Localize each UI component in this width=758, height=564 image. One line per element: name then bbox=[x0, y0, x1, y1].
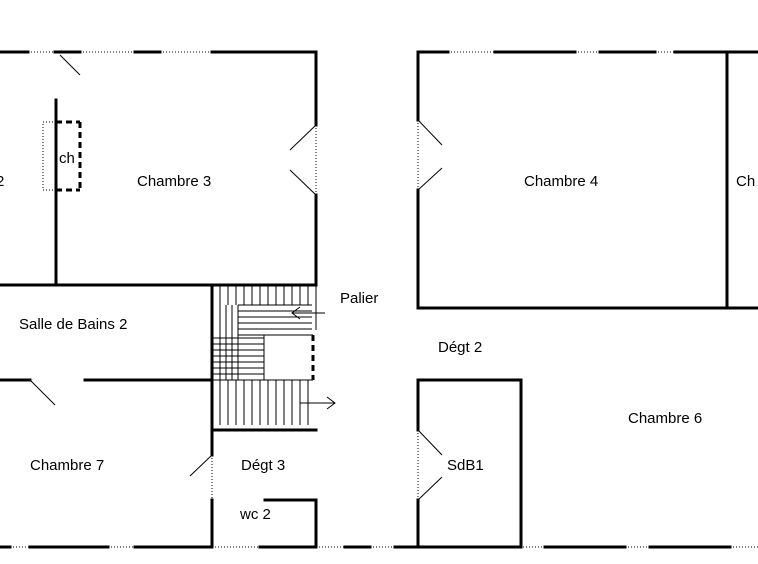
room-label-degt-2: Dégt 2 bbox=[438, 339, 482, 356]
chimney-label: ch bbox=[59, 150, 75, 167]
door-openings bbox=[211, 120, 419, 500]
room-label-edge-left: 2 bbox=[0, 173, 4, 190]
room-label-sdb1: SdB1 bbox=[447, 457, 484, 474]
room-label-chambre-3: Chambre 3 bbox=[137, 173, 211, 190]
staircase bbox=[211, 285, 317, 430]
room-label-degt-3: Dégt 3 bbox=[241, 457, 285, 474]
interior-walls-right bbox=[416, 50, 758, 549]
room-label-palier: Palier bbox=[340, 290, 378, 307]
room-label-edge-right: Ch bbox=[736, 173, 755, 190]
stair-arrows bbox=[291, 306, 336, 410]
room-label-wc-2: wc 2 bbox=[239, 506, 271, 523]
room-label-chambre-7: Chambre 7 bbox=[30, 457, 104, 474]
door-swings bbox=[29, 54, 443, 501]
room-label-salle-de-bains-2: Salle de Bains 2 bbox=[19, 316, 127, 333]
room-label-chambre-4: Chambre 4 bbox=[524, 173, 598, 190]
room-label-chambre-6: Chambre 6 bbox=[628, 410, 702, 427]
chimney bbox=[42, 120, 82, 192]
